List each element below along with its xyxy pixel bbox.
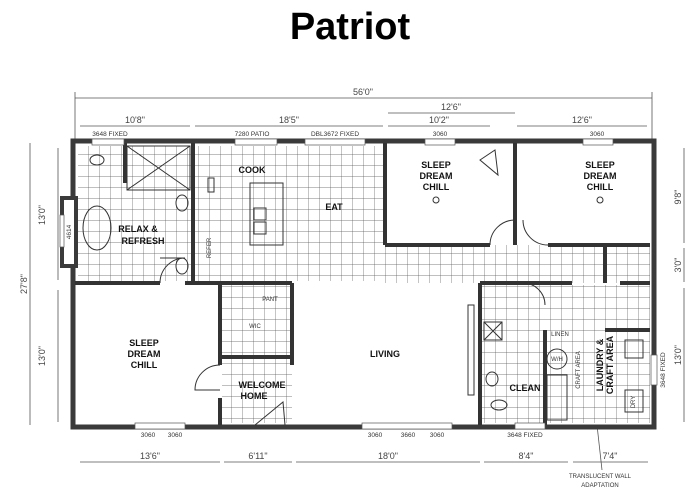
linen-label: LINEN (551, 332, 569, 338)
sink-icon (253, 207, 267, 221)
translucent-wall (467, 304, 475, 396)
fridge-label: REFER (207, 237, 213, 258)
dim-right-2: 3'0" (673, 258, 683, 273)
dim-left-1: 13'0" (37, 205, 47, 225)
window-label: 4614 (66, 224, 73, 239)
dim-bottom-5: 7'4" (603, 451, 618, 461)
dim-overall-width: 56'0" (353, 87, 373, 97)
toilet-icon (490, 399, 508, 411)
room-label-living: LIVING (370, 349, 400, 359)
window-label: 3060 (141, 432, 156, 439)
dim-bottom-2: 6'11" (248, 451, 267, 461)
ceiling-light-icon (596, 196, 604, 204)
room-label-bath: CLEAN (510, 383, 541, 393)
room-label-master-bath: REFRESH (121, 236, 164, 246)
dim-bottom-3: 18'0" (378, 451, 398, 461)
water-heater-label: W/H (551, 357, 563, 363)
window-label: DBL3672 FIXED (311, 131, 359, 138)
window-label: 3648 FIXED (660, 352, 667, 388)
water-heater-icon (546, 348, 568, 370)
dim-top-span: 12'6" (441, 102, 461, 112)
toilet-icon (89, 154, 105, 166)
room-label-laundry: CRAFT AREA (605, 335, 615, 394)
dim-bottom-4: 8'4" (519, 451, 534, 461)
window-label: 3060 (433, 131, 448, 138)
annotation: ADAPTATION (581, 483, 618, 489)
room-label-bedroom1: DREAM (128, 349, 161, 359)
range-icon (207, 177, 215, 193)
annotation: TRANSLUCENT WALL (569, 474, 632, 480)
room-label-bedroom3: CHILL (587, 182, 614, 192)
room-label-bedroom1: SLEEP (129, 338, 159, 348)
dim-right-1: 9'8" (673, 190, 683, 205)
room-label-kitchen: COOK (239, 165, 267, 175)
craft-area-label: CRAFT AREA (576, 351, 582, 389)
window-label: 7280 PATIO (235, 131, 270, 138)
plan-title: Patriot (289, 6, 411, 48)
window-label: 3060 (590, 131, 605, 138)
bathtub-icon (82, 205, 112, 251)
shower-icon (483, 321, 503, 341)
windows (59, 138, 658, 430)
room-label-bedroom2: SLEEP (421, 160, 451, 170)
dim-right-3: 13'0" (673, 345, 683, 365)
closet-label: WIC (249, 324, 261, 330)
sink-icon (175, 194, 189, 212)
sink-icon (485, 371, 499, 387)
room-label-laundry: LAUNDRY & (595, 338, 605, 391)
dim-top-3: 10'2" (429, 115, 449, 125)
room-label-entry: WELCOME (239, 380, 286, 390)
room-label-entry: HOME (241, 391, 268, 401)
dim-left-2: 13'0" (37, 346, 47, 366)
room-label-bedroom2: CHILL (423, 182, 450, 192)
pantry-label: PANT (262, 297, 278, 303)
room-label-bedroom3: SLEEP (585, 160, 615, 170)
dim-bottom-1: 13'6" (140, 451, 160, 461)
room-label-bedroom1: CHILL (131, 360, 158, 370)
dim-top-4: 12'6" (572, 115, 592, 125)
room-label-master-bath: RELAX & (118, 224, 158, 234)
window-label: 3660 (401, 432, 416, 439)
room-label-dining: EAT (325, 202, 343, 212)
window-label: 3648 FIXED (92, 131, 128, 138)
sink-icon (175, 257, 189, 275)
window-label: 3060 (430, 432, 445, 439)
dryer-icon (624, 389, 644, 413)
dim-left-overall: 27'8" (19, 274, 29, 294)
kitchen-island (249, 182, 284, 246)
dim-top-1: 10'8" (125, 115, 145, 125)
washer-icon (624, 339, 644, 359)
window-label: 3060 (168, 432, 183, 439)
tub-icon (546, 374, 568, 421)
room-label-bedroom3: DREAM (584, 171, 617, 181)
shower-icon (126, 145, 191, 191)
fixtures (82, 145, 644, 421)
dryer-label: DRY (631, 396, 637, 409)
sink-icon (253, 221, 267, 235)
room-label-bedroom2: DREAM (420, 171, 453, 181)
dimension-lines (29, 92, 685, 471)
window-label: 3648 FIXED (507, 432, 543, 439)
ceiling-light-icon (432, 196, 440, 204)
window-label: 3060 (368, 432, 383, 439)
dim-top-2: 18'5" (279, 115, 299, 125)
